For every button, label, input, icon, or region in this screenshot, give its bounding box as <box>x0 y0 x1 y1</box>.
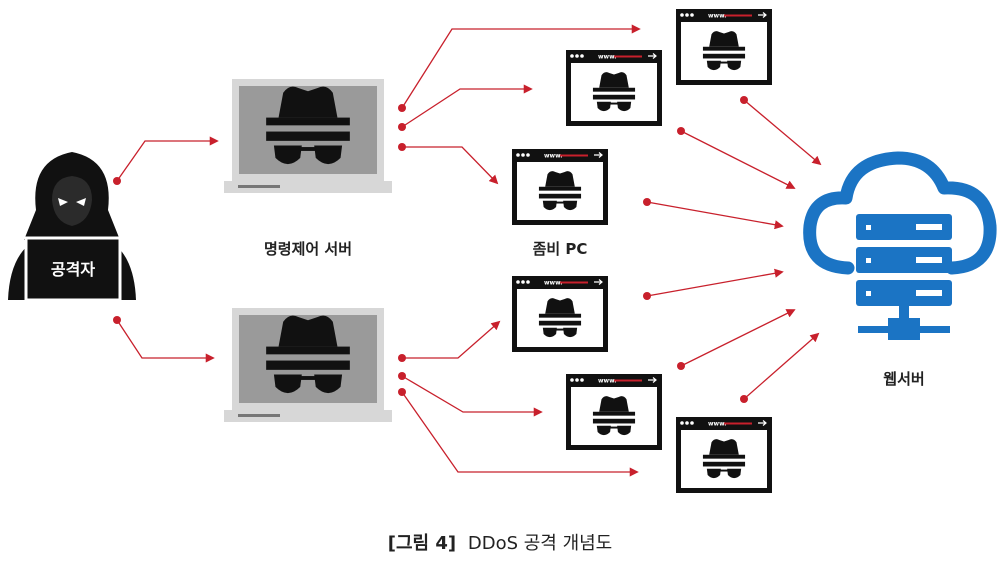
zombie-browser-5 <box>566 374 662 450</box>
zombie-pc-label: 좀비 PC <box>533 240 588 258</box>
web-server-label: 웹서버 <box>883 370 924 388</box>
zombie-browser-6 <box>676 417 772 493</box>
zombie-browser-4 <box>512 276 608 352</box>
zombie-browser-1 <box>676 9 772 85</box>
caption-text: DDoS 공격 개념도 <box>468 533 612 554</box>
caption-prefix: [그림 4] <box>388 533 456 554</box>
c2-laptop-bottom <box>224 308 392 422</box>
arrows <box>113 24 822 477</box>
figure-caption: [그림 4] DDoS 공격 개념도 <box>388 533 613 554</box>
zombie-browser-2 <box>566 50 662 126</box>
attacker-label: 공격자 <box>51 260 95 279</box>
cloud-server-icon <box>803 151 997 340</box>
c2-server-label: 명령제어 서버 <box>264 240 352 258</box>
zombie-browser-3 <box>512 149 608 225</box>
c2-laptop-top <box>224 79 392 193</box>
hooded-hacker-icon <box>8 152 136 302</box>
